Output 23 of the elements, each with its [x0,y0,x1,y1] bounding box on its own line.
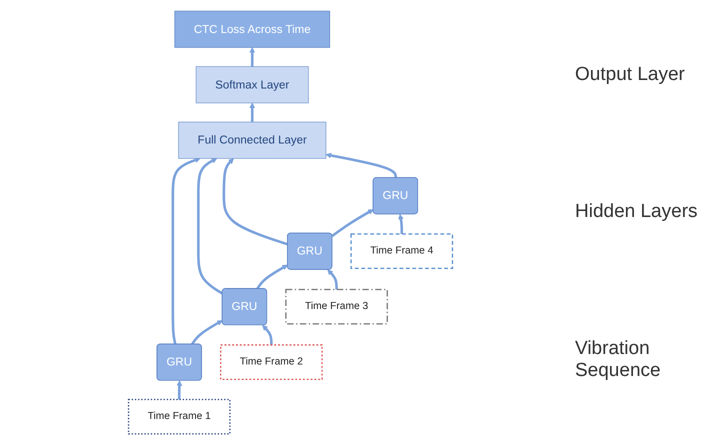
arrow [331,209,374,237]
node-box: Time Frame 2 [220,344,323,380]
arrow [326,152,397,178]
node-box: Time Frame 1 [128,398,231,435]
arrow [262,324,273,345]
arrow [249,47,256,67]
arrow [197,158,224,295]
node-box: Time Frame 3 [285,288,388,325]
arrow [191,320,223,345]
layer-label: Output Layer [575,64,686,86]
node-box: Time Frame 4 [350,233,454,270]
arrow [398,214,404,234]
arrow [176,380,182,400]
node-box: Full Connected Layer [178,122,326,159]
arrow [249,102,256,122]
arrow [172,157,200,345]
arrow [327,269,338,290]
layer-label: Vibration Sequence [575,338,662,382]
node-box: CTC Loss Across Time [174,10,330,48]
layer-label: Hidden Layers [575,200,699,222]
node-box: Softmax Layer [196,66,309,104]
arrow [256,264,288,290]
arrow [222,158,288,246]
